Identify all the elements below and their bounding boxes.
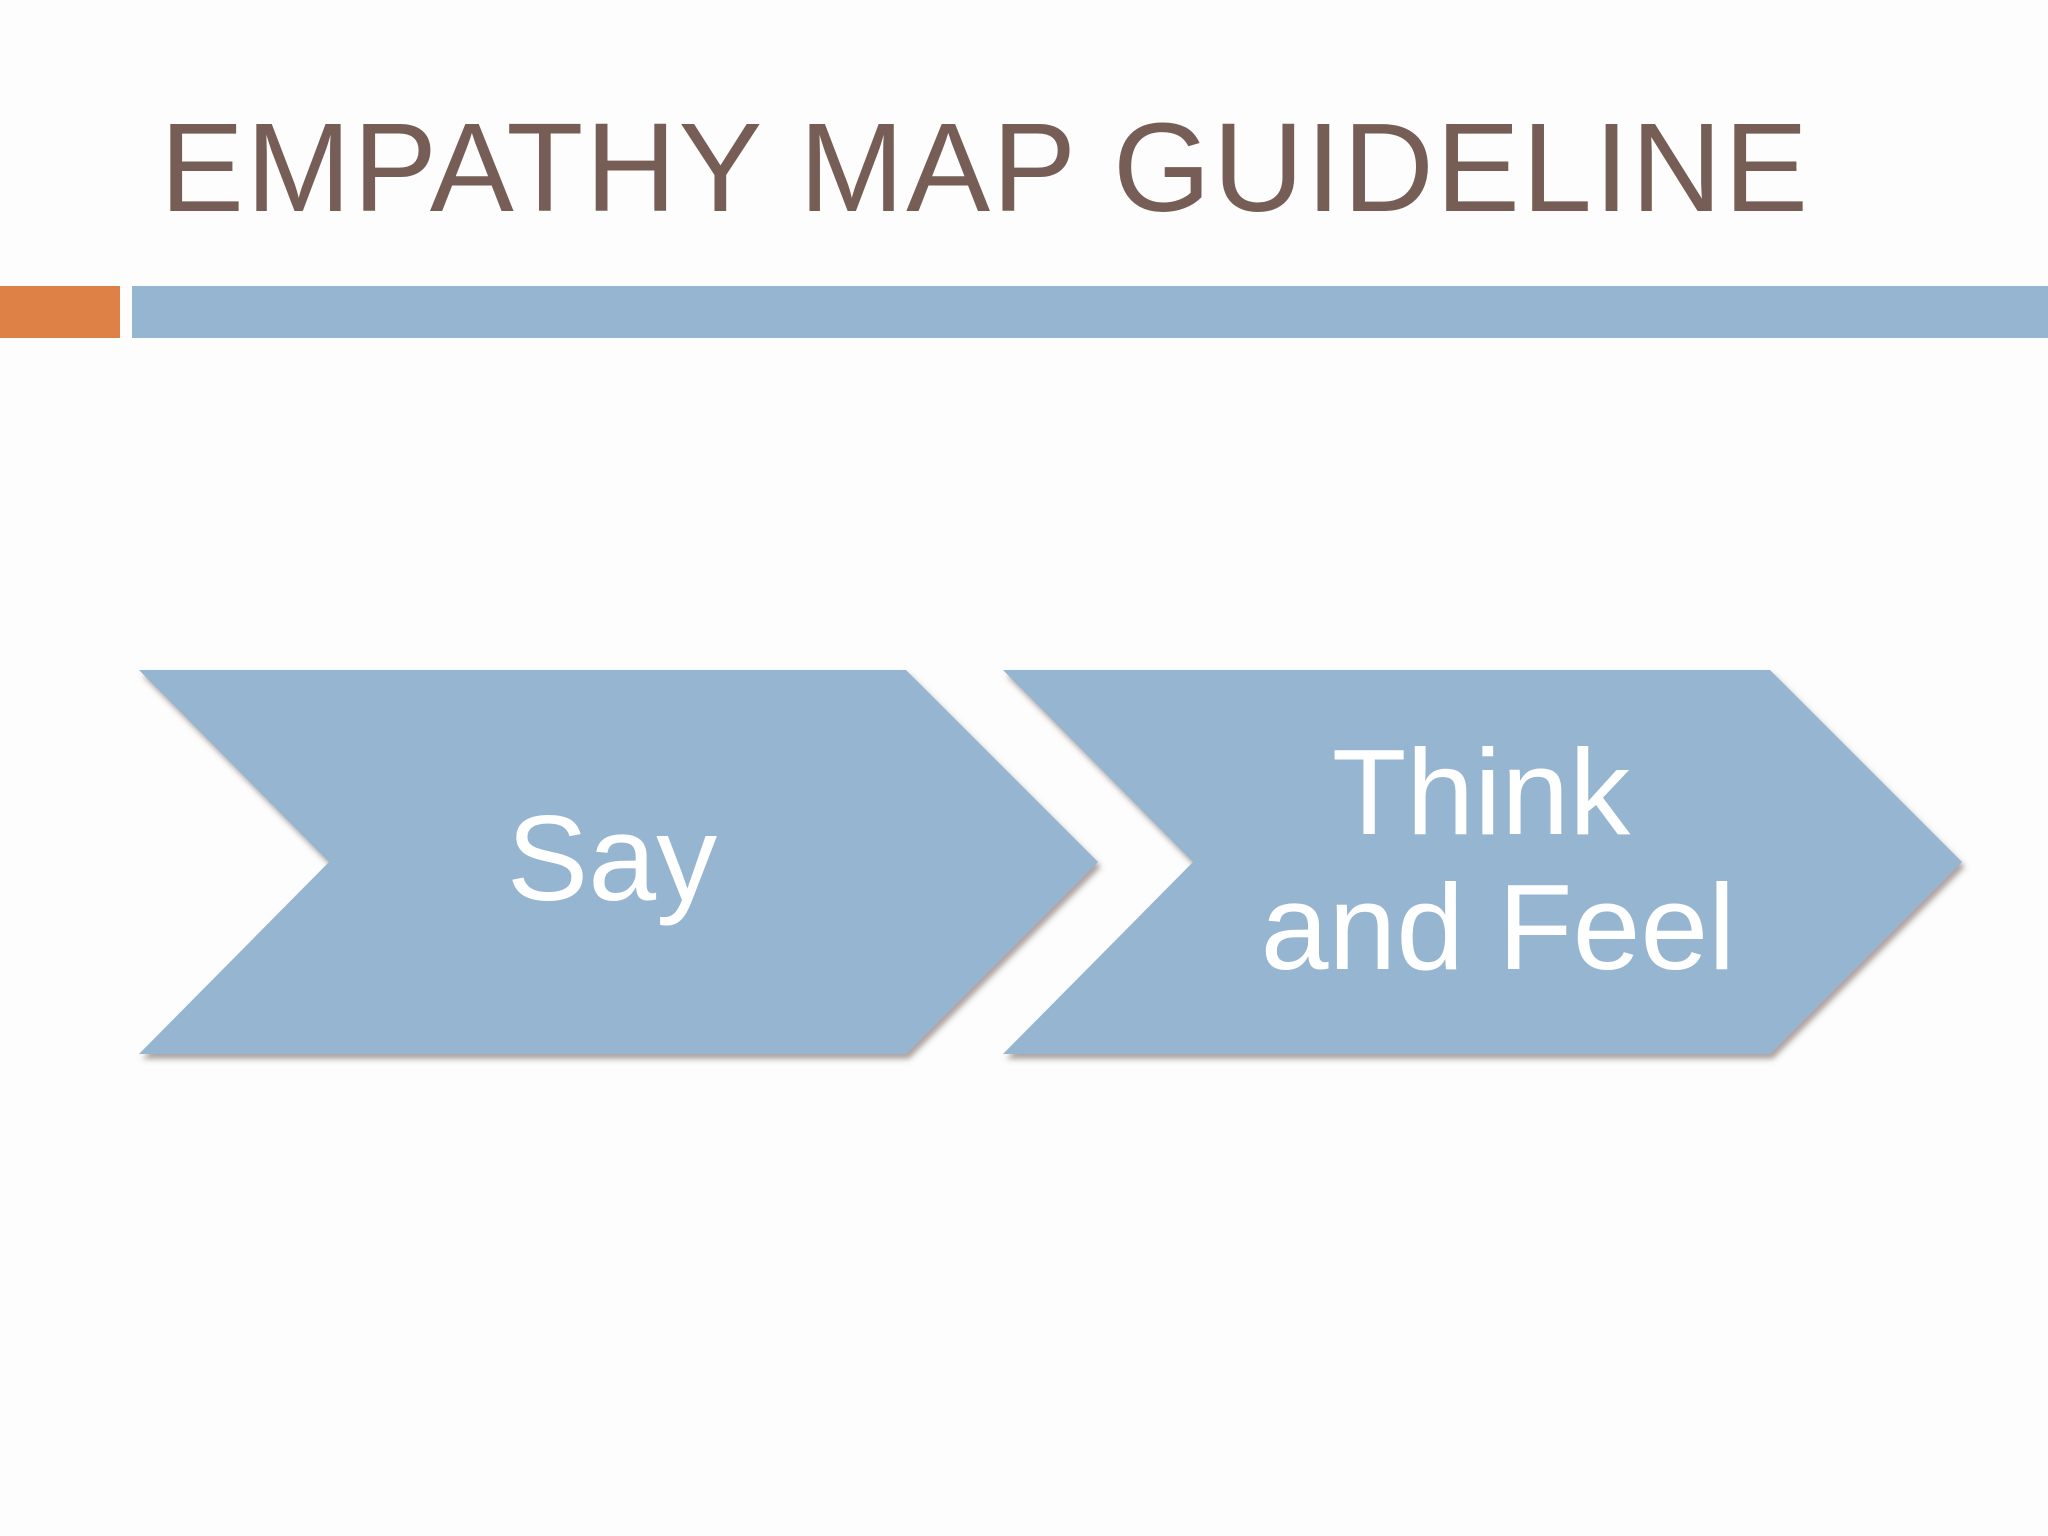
step-label-line: Say: [507, 790, 717, 926]
step-label-line: Think: [1332, 724, 1631, 860]
title-accent-bar-blue: [132, 286, 2048, 338]
chevron-shape: [139, 670, 1098, 1054]
slide-title: EMPATHY MAP GUIDELINE: [160, 97, 1811, 238]
chevron-shape: [1003, 670, 1962, 1054]
process-step-think-and-feel: Think and Feel: [1003, 670, 1962, 1054]
process-step-say: Say: [139, 670, 1098, 1054]
step-label-say: Say: [507, 790, 717, 926]
step-label-line: and Feel: [1261, 859, 1736, 995]
step-label-think-and-feel: Think and Feel: [1261, 724, 1736, 995]
title-accent-bar-orange: [0, 286, 120, 338]
